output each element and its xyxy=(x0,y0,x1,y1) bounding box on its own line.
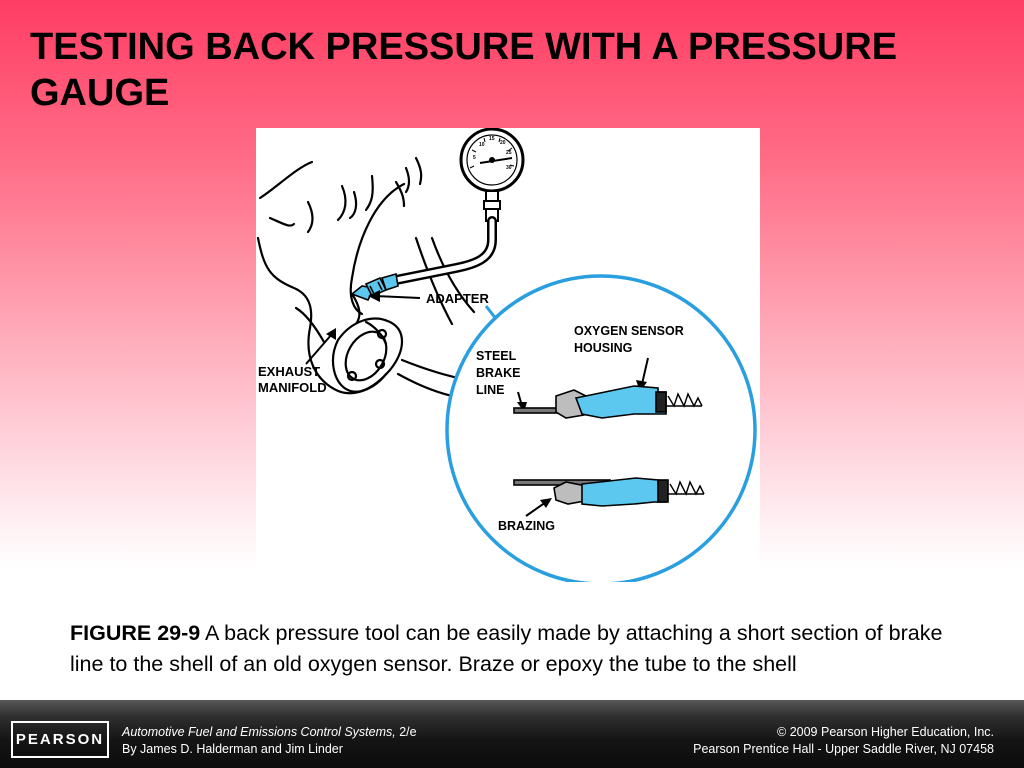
book-info: Automotive Fuel and Emissions Control Sy… xyxy=(122,724,417,758)
figure-illustration: 5 10 15 20 25 30 ADAPTER EXHAU xyxy=(256,128,760,582)
book-authors: By James D. Halderman and Jim Linder xyxy=(122,742,343,756)
exhaust-pointer xyxy=(305,333,333,365)
book-title: Automotive Fuel and Emissions Control Sy… xyxy=(122,725,396,739)
figure-number: FIGURE 29-9 xyxy=(70,620,201,645)
figure-caption: FIGURE 29-9 A back pressure tool can be … xyxy=(70,618,950,680)
publisher-info: © 2009 Pearson Higher Education, Inc. Pe… xyxy=(693,724,994,758)
pressure-gauge: 5 10 15 20 25 30 xyxy=(459,128,525,222)
pearson-logo: PEARSON xyxy=(11,721,109,758)
gauge-tick-label: 10 xyxy=(479,142,485,148)
publisher-address: Pearson Prentice Hall - Upper Saddle Riv… xyxy=(693,742,994,756)
brazing-pointer xyxy=(525,501,547,517)
gauge-ticks xyxy=(469,137,515,169)
gauge-tick-label: 5 xyxy=(473,155,476,161)
steel-label-line1: STEEL xyxy=(476,349,517,363)
brazing-label: BRAZING xyxy=(498,519,555,533)
oxygen-label-line2: HOUSING xyxy=(574,341,632,355)
steel-label-line3: LINE xyxy=(476,383,504,397)
adapter-label: ADAPTER xyxy=(426,291,489,306)
copyright-text: © 2009 Pearson Higher Education, Inc. xyxy=(777,725,994,739)
exhaust-label-line1: EXHAUST xyxy=(258,364,320,379)
inset-detail-circle xyxy=(445,274,757,582)
gauge-tick-label: 15 xyxy=(489,136,495,142)
steel-label-line2: BRAKE xyxy=(476,366,520,380)
sensor-assembly-bottom xyxy=(513,477,705,507)
exhaust-label-line2: MANIFOLD xyxy=(258,380,327,395)
gauge-tick-label: 30 xyxy=(506,165,512,171)
exhaust-manifold-drawing xyxy=(256,156,476,400)
gauge-tick-label: 20 xyxy=(500,140,506,146)
adapter-pointer xyxy=(373,295,421,299)
caption-text: A back pressure tool can be easily made … xyxy=(70,620,943,676)
back-pressure-figure: 5 10 15 20 25 30 ADAPTER EXHAU xyxy=(256,128,760,582)
sensor-assembly-top xyxy=(513,385,703,419)
gauge-tick-label: 25 xyxy=(506,150,512,156)
book-edition: 2/e xyxy=(395,725,417,739)
slide-footer: PEARSON Automotive Fuel and Emissions Co… xyxy=(0,700,1024,768)
slide-title: TESTING BACK PRESSURE WITH A PRESSURE GA… xyxy=(30,26,898,114)
adapter-fitting xyxy=(350,272,399,302)
manifold-flange xyxy=(331,293,404,393)
oxygen-label-line1: OXYGEN SENSOR xyxy=(574,324,684,338)
